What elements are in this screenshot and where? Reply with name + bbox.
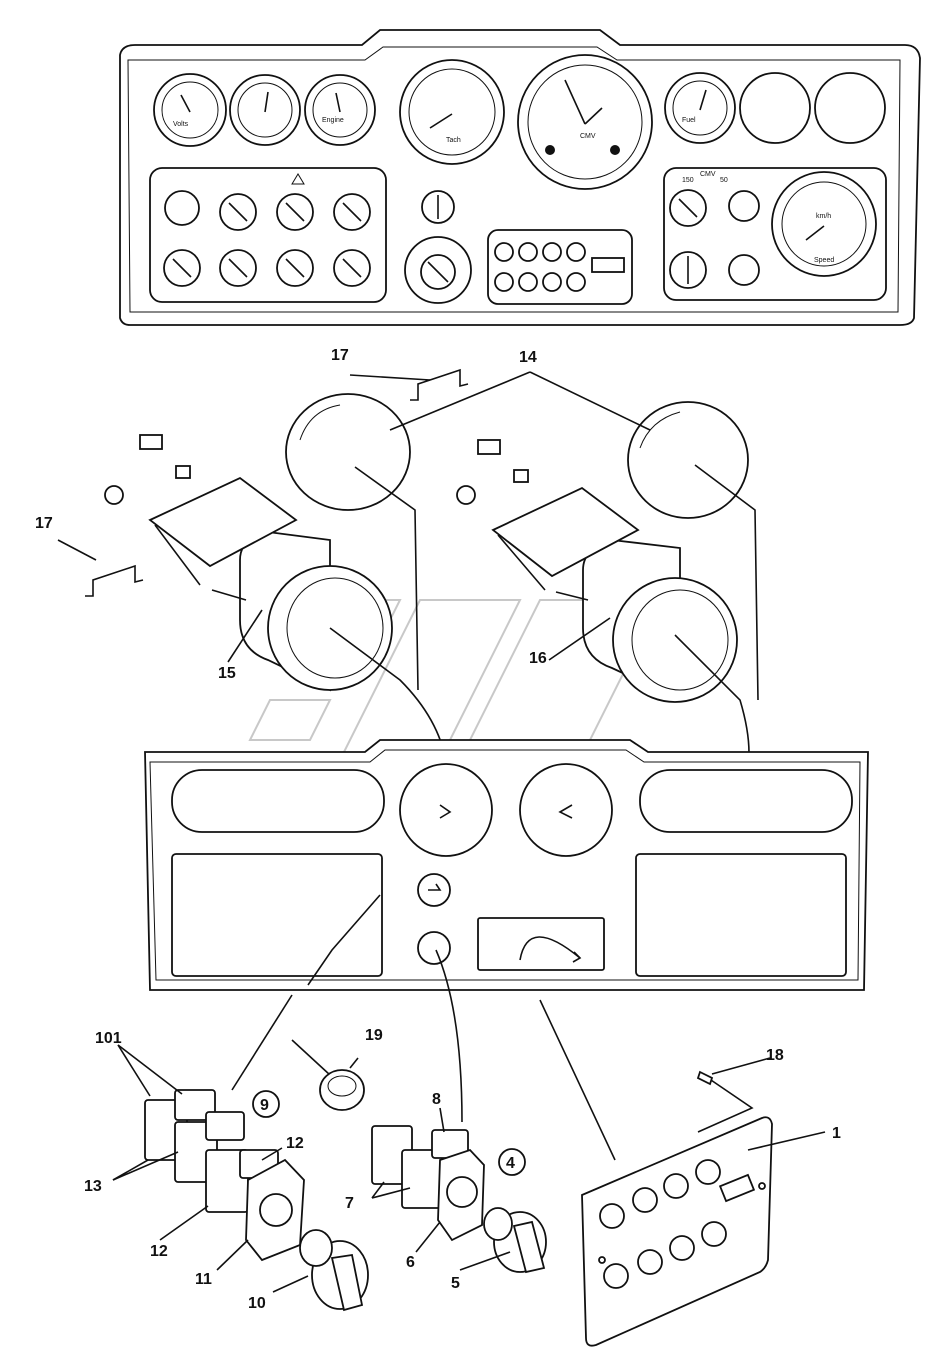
callout-19: 19 xyxy=(365,1027,383,1044)
kmh-label: km/h xyxy=(816,213,831,220)
callout-10: 10 xyxy=(248,1295,266,1312)
tach-label: Tach xyxy=(446,137,461,144)
indicator-panel-1 xyxy=(581,1116,773,1347)
callout-17-left: 17 xyxy=(35,515,53,532)
cmv-label: CMV xyxy=(700,171,716,178)
fuel-gauge: Fuel xyxy=(664,72,736,144)
blank-gauge-opening-2 xyxy=(814,72,886,144)
callout-101: 101 xyxy=(95,1030,122,1047)
callout-6: 6 xyxy=(406,1254,415,1271)
callout-12-lower: 12 xyxy=(150,1243,168,1260)
decal-17-top xyxy=(410,368,469,401)
callout-8: 8 xyxy=(432,1091,441,1108)
switch-stack-left xyxy=(144,1089,369,1312)
decal-17-left xyxy=(85,564,144,597)
cmv-center-label: CMV xyxy=(580,133,596,140)
assembled-dashboard: Volts Engine Tach CMV Fu xyxy=(119,29,921,326)
callout-13: 13 xyxy=(84,1178,102,1195)
oil-temperature-gauge xyxy=(229,74,301,146)
callout-5: 5 xyxy=(451,1275,460,1292)
callout-9: 9 xyxy=(260,1097,269,1114)
center-switches xyxy=(404,190,472,304)
callout-15: 15 xyxy=(218,665,236,682)
dashboard-faceplate xyxy=(144,739,869,991)
engine-label: Engine xyxy=(322,117,344,124)
cmv-50-label: 50 xyxy=(720,177,728,184)
bezel-lens-right xyxy=(627,401,749,519)
engine-temperature-gauge: Engine xyxy=(304,74,376,146)
volts-label: Volts xyxy=(173,121,189,128)
tachometer-gauge: Tach xyxy=(399,59,505,165)
bezel-lens-left xyxy=(285,393,411,511)
gauge-16-assembly xyxy=(456,439,738,703)
callout-12-upper: 12 xyxy=(286,1135,304,1152)
left-switch-panel xyxy=(149,167,387,303)
cap-19 xyxy=(319,1069,365,1111)
callout-11: 11 xyxy=(195,1271,212,1288)
callout-14: 14 xyxy=(519,349,537,366)
warning-lamp-panel xyxy=(487,229,633,305)
right-switch-panel: 150 CMV 50 km/h Speed xyxy=(663,167,887,301)
blank-gauge-opening-1 xyxy=(739,72,811,144)
callout-labels: 17 14 17 15 16 101 19 18 9 8 1 12 4 13 7… xyxy=(35,347,841,1312)
speed-label: Speed xyxy=(814,257,834,264)
screw-18 xyxy=(696,1070,714,1086)
cmv-150-label: 150 xyxy=(682,177,694,184)
callout-18: 18 xyxy=(766,1047,784,1064)
callout-4: 4 xyxy=(506,1155,515,1172)
fuel-label: Fuel xyxy=(682,117,696,124)
circle-9 xyxy=(252,1090,280,1118)
switch-stack-right xyxy=(371,1125,547,1274)
callout-7: 7 xyxy=(345,1195,354,1212)
main-speedometer-gauge: CMV xyxy=(517,54,653,190)
callout-17-top: 17 xyxy=(331,347,349,364)
voltmeter-gauge: Volts xyxy=(153,73,227,147)
circle-4 xyxy=(498,1148,526,1176)
callout-16: 16 xyxy=(529,650,547,667)
callout-1: 1 xyxy=(832,1125,841,1142)
